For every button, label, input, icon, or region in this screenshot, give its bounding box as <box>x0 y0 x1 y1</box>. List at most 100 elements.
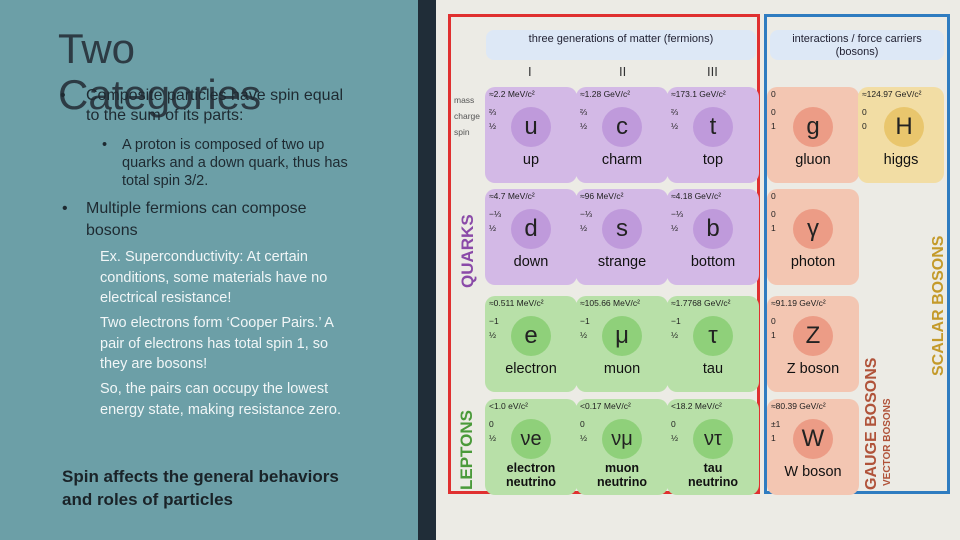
particle-photon: 0 0 1 γ photon <box>767 189 859 285</box>
spin-value: 1 <box>771 433 776 443</box>
mass-value: <1.0 eV/c² <box>489 401 528 411</box>
particle-name: electron <box>505 361 557 377</box>
mass-value: <18.2 MeV/c² <box>671 401 722 411</box>
particle-symbol: u <box>511 107 551 147</box>
spin-value: 1 <box>771 223 776 233</box>
mass-value: ≈96 MeV/c² <box>580 191 624 201</box>
particle-symbol: b <box>693 209 733 249</box>
particle-strange-quark: ≈96 MeV/c² −⅓ ½ s strange <box>576 189 668 285</box>
particle-name: muon <box>603 361 641 377</box>
particle-name: charm <box>601 152 643 168</box>
fermions-header: three generations of matter (fermions) <box>486 30 756 60</box>
particle-symbol: W <box>793 419 833 459</box>
charge-value: −⅓ <box>580 209 593 219</box>
panel-divider <box>418 0 436 540</box>
charge-value: ⅔ <box>671 107 679 117</box>
particle-name: W boson <box>784 464 842 480</box>
particle-name: down <box>513 254 549 270</box>
particle-name: tau neutrino <box>667 461 759 489</box>
leptons-label: LEPTONS <box>457 410 476 490</box>
spin-value: ½ <box>580 223 588 233</box>
particle-name: higgs <box>883 152 919 168</box>
particle-name: tau <box>702 361 724 377</box>
vector-bosons-label: VECTOR BOSONS <box>882 398 893 486</box>
spin-value: ½ <box>580 121 588 131</box>
bullet-dot: • <box>102 137 108 153</box>
charge-value: ⅔ <box>489 107 497 117</box>
particle-symbol: Z <box>793 316 833 356</box>
particle-down-quark: ≈4.7 MeV/c² −⅓ ½ d down <box>485 189 577 285</box>
row-label-spin: spin <box>454 127 470 137</box>
spin-value: ½ <box>489 223 497 233</box>
charge-value: ±1 <box>771 419 781 429</box>
spin-value: ½ <box>489 330 497 340</box>
charge-value: 0 <box>862 107 867 117</box>
title-line-1: Two <box>58 25 136 72</box>
mass-value: ≈91.19 GeV/c² <box>771 298 826 308</box>
particle-symbol: τ <box>693 316 733 356</box>
particle-up-quark: ≈2.2 MeV/c² ⅔ ½ u up <box>485 87 577 183</box>
spin-value: 1 <box>771 121 776 131</box>
particle-symbol: g <box>793 107 833 147</box>
particle-symbol: c <box>602 107 642 147</box>
particle-name: muon neutrino <box>576 461 668 489</box>
generation-3-label: III <box>707 64 718 79</box>
particle-muon: ≈105.66 MeV/c² −1 ½ μ muon <box>576 296 668 392</box>
mass-value: ≈80.39 GeV/c² <box>771 401 826 411</box>
sub-bullet-text: A proton is composed of two up quarks an… <box>122 137 348 189</box>
particle-name: up <box>522 152 540 168</box>
particle-name-line-1: muon <box>604 461 640 475</box>
particle-electron: ≈0.511 MeV/c² −1 ½ e electron <box>485 296 577 392</box>
sub-bullet-proton: • A proton is composed of two up quarks … <box>102 136 352 190</box>
quarks-label: QUARKS <box>458 214 477 288</box>
particle-symbol: νμ <box>602 419 642 459</box>
particle-symbol: ντ <box>693 419 733 459</box>
spin-value: 0 <box>862 121 867 131</box>
charge-value: ⅔ <box>580 107 588 117</box>
particle-name: Z boson <box>786 361 840 377</box>
charge-value: 0 <box>671 419 676 429</box>
paragraph-superconductivity: Ex. Superconductivity: At certain condit… <box>100 249 328 306</box>
particle-name: strange <box>597 254 647 270</box>
mass-value: ≈173.1 GeV/c² <box>671 89 726 99</box>
particle-name-line-1: electron <box>506 461 556 475</box>
particle-name-line-2: neutrino <box>506 475 556 489</box>
charge-value: −1 <box>580 316 590 326</box>
particle-symbol: H <box>884 107 924 147</box>
particle-name: top <box>702 152 724 168</box>
mass-value: ≈124.97 GeV/c² <box>862 89 922 99</box>
particle-name: electron neutrino <box>485 461 577 489</box>
bullet-dot: • <box>62 200 68 217</box>
charge-value: −1 <box>489 316 499 326</box>
mass-value: 0 <box>771 191 776 201</box>
mass-value: <0.17 MeV/c² <box>580 401 631 411</box>
bullet-fermions-bosons: • Multiple fermions can compose bosons <box>62 198 362 242</box>
particle-z-boson: ≈91.19 GeV/c² 0 1 Z Z boson <box>767 296 859 392</box>
spin-value: ½ <box>671 330 679 340</box>
slide-title: Two Categories <box>58 26 261 118</box>
mass-value: ≈4.7 MeV/c² <box>489 191 535 201</box>
spin-value: ½ <box>671 121 679 131</box>
spin-value: ½ <box>671 223 679 233</box>
particle-name-line-1: tau <box>703 461 723 475</box>
charge-value: 0 <box>771 107 776 117</box>
particle-electron-neutrino: <1.0 eV/c² 0 ½ νe electron neutrino <box>485 399 577 495</box>
mass-value: ≈105.66 MeV/c² <box>580 298 640 308</box>
row-label-charge: charge <box>454 111 480 121</box>
particle-name-line-2: neutrino <box>688 475 738 489</box>
title-line-2: Categories <box>58 71 262 118</box>
mass-value: ≈2.2 MeV/c² <box>489 89 535 99</box>
generation-1-label: I <box>528 64 532 79</box>
charge-value: 0 <box>771 209 776 219</box>
spin-value: ½ <box>489 121 497 131</box>
bullet-text: Composite particles have spin equal to t… <box>86 87 344 124</box>
charge-value: 0 <box>580 419 585 429</box>
particle-tau-neutrino: <18.2 MeV/c² 0 ½ ντ tau neutrino <box>667 399 759 495</box>
particle-symbol: t <box>693 107 733 147</box>
particle-higgs: ≈124.97 GeV/c² 0 0 H higgs <box>858 87 944 183</box>
particle-muon-neutrino: <0.17 MeV/c² 0 ½ νμ muon neutrino <box>576 399 668 495</box>
charge-value: 0 <box>771 316 776 326</box>
paragraph-cooper-pairs: Two electrons form ‘Cooper Pairs.’ A pai… <box>100 315 334 372</box>
particle-symbol: μ <box>602 316 642 356</box>
spin-value: ½ <box>671 433 679 443</box>
